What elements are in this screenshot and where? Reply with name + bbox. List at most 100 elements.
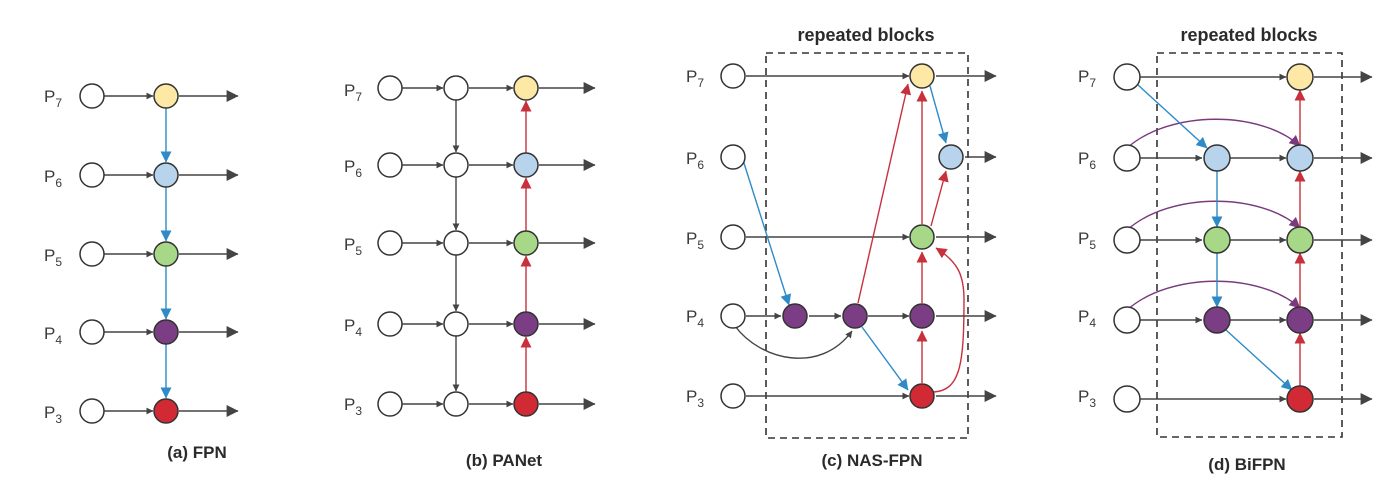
output-node-p6 bbox=[153, 162, 179, 188]
panel-fpn: P7 P6 P5 P4 P3 bbox=[44, 83, 239, 462]
output-node-p4 bbox=[909, 303, 935, 329]
intermediate-node-p6 bbox=[1203, 144, 1231, 172]
edge-blue bbox=[742, 159, 792, 306]
label-p3: P3 bbox=[686, 387, 704, 410]
label-p3: P3 bbox=[344, 395, 362, 418]
output-node-p7 bbox=[513, 75, 539, 101]
input-node-p4 bbox=[1113, 306, 1141, 334]
intermediate-node-p4-a bbox=[782, 303, 808, 329]
intermediate-node-p4-b bbox=[842, 303, 868, 329]
input-node-p6 bbox=[377, 152, 403, 178]
repeated-blocks-box bbox=[765, 52, 969, 439]
label-p5: P5 bbox=[344, 235, 362, 258]
fpn-level-labels: P7 P6 P5 P4 P3 bbox=[44, 87, 62, 426]
output-node-p4 bbox=[153, 319, 179, 345]
panel-panet: P7 P6 P5 P4 P3 bbox=[344, 75, 596, 470]
caption-bifpn: (d) BiFPN bbox=[1208, 455, 1285, 474]
output-node-p5 bbox=[1286, 226, 1314, 254]
label-p7: P7 bbox=[344, 81, 362, 104]
caption-nasfpn: (c) NAS-FPN bbox=[821, 451, 922, 470]
repeated-blocks-title: repeated blocks bbox=[797, 25, 934, 45]
edge-blue bbox=[929, 85, 949, 144]
panel-nasfpn: repeated blocks P7 P6 P5 P4 P3 bbox=[686, 25, 997, 470]
panet-level-labels: P7 P6 P5 P4 P3 bbox=[344, 81, 362, 418]
label-p4: P4 bbox=[686, 307, 704, 330]
label-p6: P6 bbox=[44, 167, 62, 190]
fpn-nodes bbox=[79, 83, 179, 424]
edge-purple-skip bbox=[1126, 118, 1301, 149]
repeated-blocks-title: repeated blocks bbox=[1180, 25, 1317, 45]
label-p3: P3 bbox=[1078, 387, 1096, 410]
input-node-p5 bbox=[79, 241, 105, 267]
label-p4: P4 bbox=[44, 324, 62, 347]
label-p7: P7 bbox=[1078, 67, 1096, 90]
intermediate-node-p5 bbox=[1203, 226, 1231, 254]
input-node-p6 bbox=[79, 162, 105, 188]
input-node-p7 bbox=[720, 63, 746, 89]
input-node-p7 bbox=[1113, 63, 1141, 91]
edge-blue bbox=[861, 326, 909, 391]
bifpn-nodes bbox=[1113, 63, 1314, 413]
label-p6: P6 bbox=[1078, 149, 1096, 172]
edge-red bbox=[857, 83, 912, 304]
output-node-p5 bbox=[513, 230, 539, 256]
output-node-p5 bbox=[909, 224, 935, 250]
label-p6: P6 bbox=[686, 149, 704, 172]
input-node-p5 bbox=[1113, 226, 1141, 254]
output-node-p4 bbox=[513, 311, 539, 337]
caption-panet: (b) PANet bbox=[466, 451, 543, 470]
label-p5: P5 bbox=[1078, 229, 1096, 252]
output-node-p6 bbox=[1286, 144, 1314, 172]
output-node-p5 bbox=[153, 241, 179, 267]
edge-purple-skip bbox=[1126, 280, 1301, 311]
input-node-p4 bbox=[720, 303, 746, 329]
bifpn-edges bbox=[1126, 71, 1373, 405]
label-p4: P4 bbox=[1078, 307, 1096, 330]
input-node-p3 bbox=[1113, 385, 1141, 413]
input-node-p4 bbox=[79, 319, 105, 345]
repeated-blocks-box bbox=[1156, 52, 1343, 438]
intermediate-node-p5 bbox=[443, 230, 469, 256]
input-node-p7 bbox=[79, 83, 105, 109]
input-node-p7 bbox=[377, 75, 403, 101]
edge-red-curve bbox=[933, 247, 965, 393]
label-p5: P5 bbox=[44, 246, 62, 269]
bifpn-level-labels: P7 P6 P5 P4 P3 bbox=[1078, 67, 1096, 410]
input-node-p5 bbox=[377, 230, 403, 256]
panel-bifpn: repeated blocks P7 P6 P5 P4 P3 bbox=[1078, 25, 1373, 474]
label-p7: P7 bbox=[44, 87, 62, 110]
intermediate-node-p4 bbox=[1203, 306, 1231, 334]
output-node-p6 bbox=[938, 144, 964, 170]
input-node-p6 bbox=[1113, 144, 1141, 172]
label-p6: P6 bbox=[344, 157, 362, 180]
label-p3: P3 bbox=[44, 403, 62, 426]
nasfpn-level-labels: P7 P6 P5 P4 P3 bbox=[686, 67, 704, 410]
output-node-p7 bbox=[1286, 63, 1314, 91]
edge-gray-curve bbox=[734, 325, 853, 359]
label-p7: P7 bbox=[686, 67, 704, 90]
input-node-p4 bbox=[377, 311, 403, 337]
edge-blue bbox=[1137, 84, 1208, 149]
intermediate-node-p4 bbox=[443, 311, 469, 337]
intermediate-node-p6 bbox=[443, 152, 469, 178]
label-p5: P5 bbox=[686, 229, 704, 252]
edge-blue bbox=[1225, 329, 1293, 391]
caption-fpn: (a) FPN bbox=[167, 443, 227, 462]
nasfpn-edges bbox=[734, 70, 997, 402]
intermediate-node-p3 bbox=[443, 391, 469, 417]
input-node-p3 bbox=[720, 383, 746, 409]
intermediate-node-p7 bbox=[443, 75, 469, 101]
output-node-p7 bbox=[909, 63, 935, 89]
input-node-p3 bbox=[79, 398, 105, 424]
edge-red bbox=[930, 170, 949, 227]
output-node-p3 bbox=[909, 383, 935, 409]
panet-edges bbox=[402, 82, 596, 410]
label-p4: P4 bbox=[344, 316, 362, 339]
panet-nodes bbox=[377, 75, 539, 417]
input-node-p6 bbox=[720, 144, 746, 170]
output-node-p4 bbox=[1286, 306, 1314, 334]
output-node-p6 bbox=[513, 152, 539, 178]
output-node-p3 bbox=[153, 398, 179, 424]
nasfpn-nodes bbox=[720, 63, 964, 409]
